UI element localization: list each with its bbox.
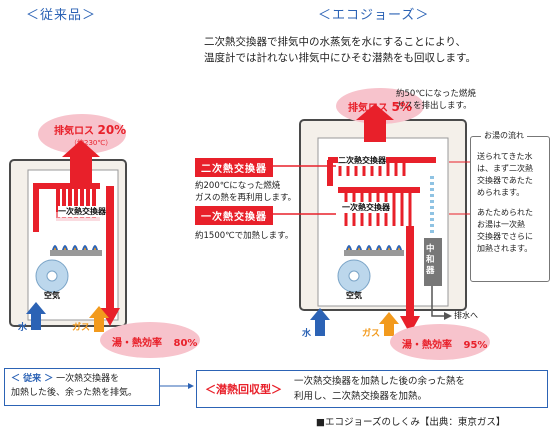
legend-latent-line2: 利用し、二次熱交換器を加熱。 bbox=[294, 391, 428, 402]
intro-text: 二次熱交換器で排気中の水蒸気を水にすることにより、 温度計では計れない排気中にひ… bbox=[204, 34, 476, 66]
hx2-note-line2: ガスの熱を再利用します。 bbox=[195, 193, 297, 203]
hx1-note: 約1500℃で加熱します。 bbox=[195, 231, 294, 241]
left-efficiency-cloud bbox=[100, 322, 200, 358]
right-gas-label: ガス bbox=[362, 329, 381, 339]
header-conventional: ＜従来品＞ bbox=[26, 8, 97, 23]
flow-text-2-line: あたためられた bbox=[477, 208, 533, 217]
flow-text-2-line: 加熱されます。 bbox=[477, 244, 533, 253]
right-exhaust-note: 約50℃になった燃焼 ガスを排出します。 bbox=[396, 88, 476, 112]
right-burner-flames bbox=[344, 245, 404, 256]
right-exhaust-label: 排気ロス bbox=[348, 103, 388, 114]
left-gas-label: ガス bbox=[72, 323, 91, 333]
legend-conventional: ＜ 従来 ＞ 一次熱交換器を 加熱した後、余った熱を排気。 bbox=[4, 368, 160, 406]
right-hx2-label: 二次熱交換器 bbox=[338, 155, 386, 166]
right-efficiency-label: 湯・熱効率 bbox=[402, 340, 452, 351]
flow-text-1-line: 交換器であたた bbox=[477, 176, 533, 185]
left-burner-flames bbox=[50, 245, 102, 256]
legend-latent-line1: 一次熱交換器を加熱した後の余った熱を bbox=[294, 376, 466, 387]
left-exhaust-arrowhead bbox=[62, 140, 100, 157]
flow-text-2-line: 交換器でさらに bbox=[477, 232, 533, 241]
legend-conventional-line1: 一次熱交換器を bbox=[56, 374, 120, 384]
right-exhaust-note-line1: 約50℃になった燃焼 bbox=[396, 89, 476, 99]
left-efficiency-label: 湯・熱効率 bbox=[112, 338, 162, 349]
legend-latent: ＜潜熱回収型＞ 一次熱交換器を加熱した後の余った熱を 利用し、二次熱交換器を加熱… bbox=[196, 370, 548, 408]
right-hx1-label: 一次熱交換器 bbox=[342, 202, 390, 213]
left-exhaust-value: 20% bbox=[97, 123, 127, 137]
left-exhaust-temp: （約230℃） bbox=[70, 139, 113, 147]
left-chamber bbox=[27, 169, 119, 321]
flow-text-1-line: められます。 bbox=[477, 188, 525, 197]
right-water-arrow bbox=[315, 318, 325, 336]
right-exhaust-note-line2: ガスを排出します。 bbox=[396, 101, 472, 111]
flow-title: お湯の流れ bbox=[481, 130, 527, 142]
left-air-label: 空気 bbox=[44, 291, 60, 300]
left-exhaust-label: 排気ロス bbox=[54, 126, 94, 137]
hot-water-flow-box: お湯の流れ 送られてきた水 は、まず二次熱 交換器であたた められます。 あたた… bbox=[470, 130, 550, 282]
right-water-label: 水 bbox=[302, 329, 312, 339]
left-hot-arrowhead bbox=[100, 308, 120, 326]
hx2-note-line1: 約200℃になった燃焼 bbox=[195, 181, 281, 191]
hx1-callout-box: 一次熱交換器 bbox=[195, 206, 273, 225]
figure-caption: ■エコジョーズのしくみ【出典：東京ガス】 bbox=[316, 417, 506, 428]
hx2-note: 約200℃になった燃焼 ガスの熱を再利用します。 bbox=[195, 180, 296, 204]
legend-latent-title: ＜潜熱回収型＞ bbox=[205, 382, 282, 396]
right-air-label: 空気 bbox=[346, 291, 362, 300]
left-hx1-label: 一次熱交換器 bbox=[58, 206, 106, 217]
left-efficiency: 湯・熱効率 80% bbox=[112, 334, 197, 349]
left-gas-arrow bbox=[94, 316, 104, 332]
right-efficiency-cloud bbox=[390, 324, 490, 360]
intro-line-1: 二次熱交換器で排気中の水蒸気を水にすることにより、 bbox=[204, 36, 466, 48]
right-exhaust-arrow bbox=[364, 118, 386, 142]
legend-latent-text: 一次熱交換器を加熱した後の余った熱を 利用し、二次熱交換器を加熱。 bbox=[294, 374, 465, 404]
neutralizer-label: 中和器 bbox=[426, 244, 435, 276]
flow-text-2-line: お湯は一次熱 bbox=[477, 220, 525, 229]
legend-conventional-title: ＜ 従来 ＞ bbox=[11, 374, 54, 384]
neutralizer-box bbox=[424, 238, 442, 286]
right-exhaust-value: 5% bbox=[391, 100, 412, 114]
drain-line bbox=[431, 286, 445, 317]
flow-text-1-line: 送られてきた水 bbox=[477, 152, 533, 161]
left-exhaust-cloud bbox=[38, 114, 126, 154]
intro-line-2: 温度計では計れない排気中にひそむ潜熱をも回収します。 bbox=[204, 52, 476, 64]
legend-conventional-line2: 加熱した後、余った熱を排気。 bbox=[11, 388, 138, 398]
left-water-arrow bbox=[31, 312, 41, 330]
left-water-label: 水 bbox=[18, 323, 28, 333]
right-exhaust-cloud bbox=[336, 88, 424, 124]
flow-text-2: あたためられた お湯は一次熱 交換器でさらに 加熱されます。 bbox=[477, 207, 545, 255]
flow-text-1-line: は、まず二次熱 bbox=[477, 164, 533, 173]
left-exhaust-arrow bbox=[70, 155, 92, 185]
right-gas-arrow bbox=[384, 322, 394, 336]
right-efficiency: 湯・熱効率 95% bbox=[402, 336, 487, 351]
flow-text-1: 送られてきた水 は、まず二次熱 交換器であたた められます。 bbox=[477, 151, 545, 199]
left-exhaust-loss: 排気ロス 20% bbox=[54, 122, 126, 137]
right-efficiency-value: 95% bbox=[463, 340, 488, 351]
right-exhaust-loss: 排気ロス 5% bbox=[348, 99, 412, 114]
drain-label: 排水へ bbox=[454, 311, 478, 320]
header-ecojozu: ＜エコジョーズ＞ bbox=[318, 8, 430, 23]
hx2-callout-box: 二次熱交換器 bbox=[195, 158, 273, 177]
left-efficiency-value: 80% bbox=[173, 338, 198, 349]
